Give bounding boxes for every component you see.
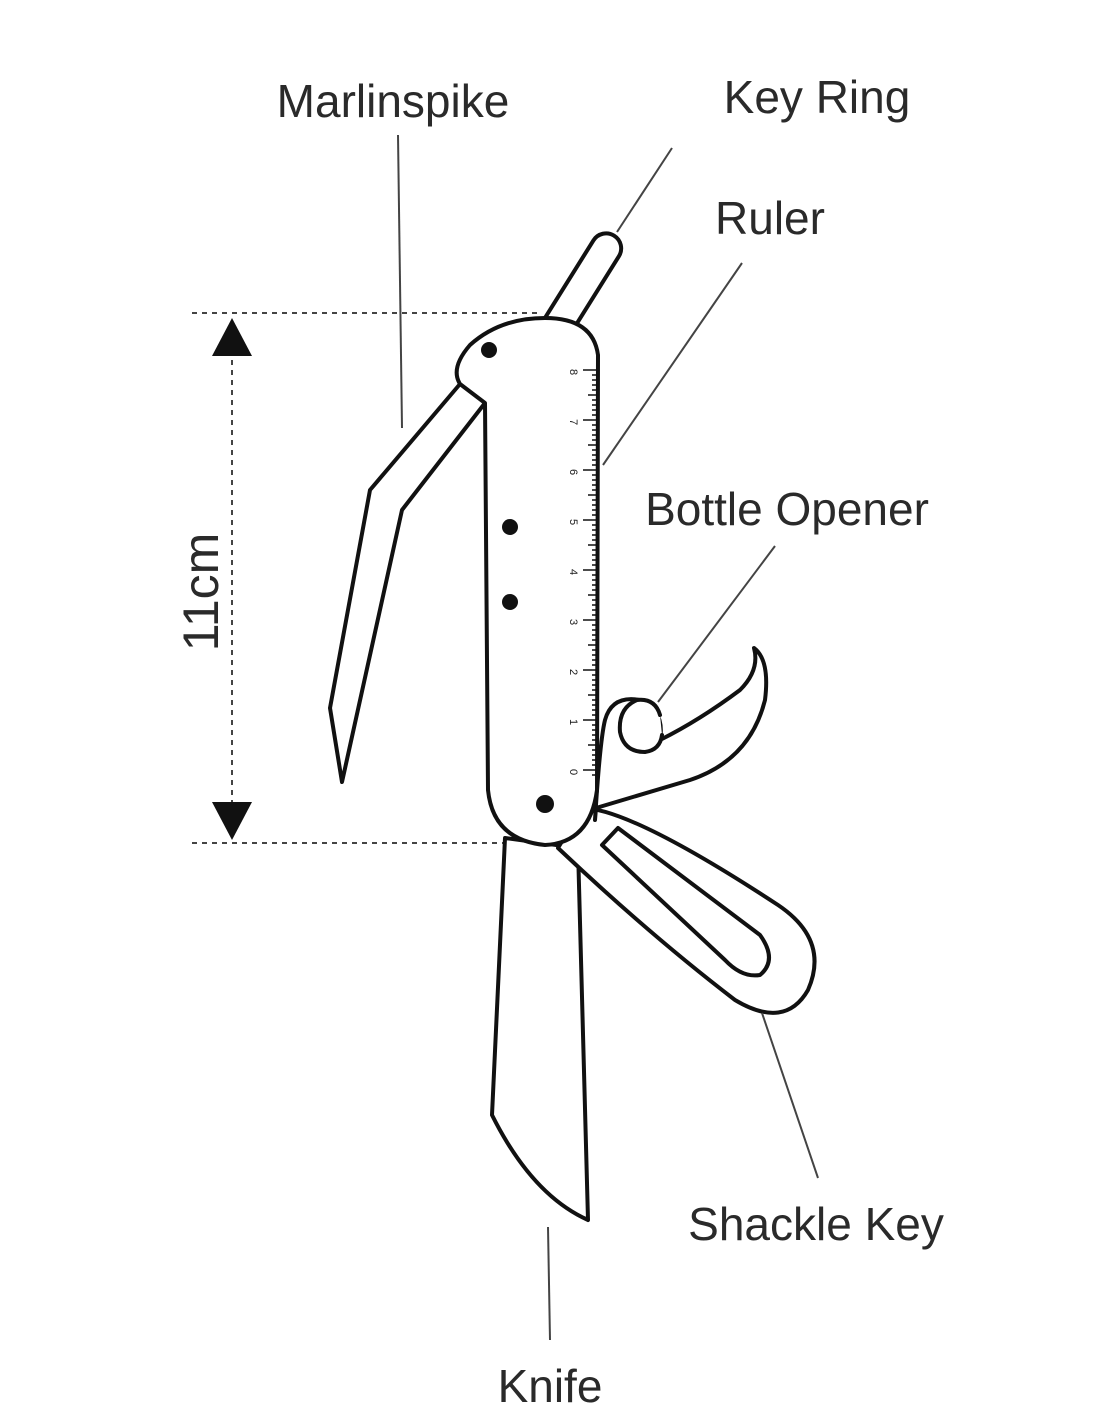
knife-handle: [454, 316, 600, 847]
ruler-number: 5: [567, 519, 579, 525]
knife-blade: [490, 836, 590, 1222]
ruler-number: 7: [567, 419, 579, 425]
dimension-arrow-down-icon: [212, 802, 252, 840]
dimension-arrow-up-icon: [212, 318, 252, 356]
ruler-number: 4: [567, 569, 579, 575]
marlinspike-label: Marlinspike: [277, 75, 510, 127]
key-ring-label: Key Ring: [724, 71, 911, 123]
bottle-opener-hook: [617, 697, 664, 754]
ruler-number: 2: [567, 669, 579, 675]
ruler-leader: [602, 262, 743, 466]
rivet-top: [481, 342, 497, 358]
rivet-middle-2: [502, 594, 518, 610]
dimension-length-label: 11cm: [173, 533, 229, 652]
bottle-opener: [593, 646, 769, 822]
ruler-number: 8: [567, 369, 579, 375]
marlinspike-leader: [397, 134, 403, 429]
bottle-opener-label: Bottle Opener: [645, 483, 929, 535]
key-ring-leader: [616, 147, 673, 233]
knife-label: Knife: [498, 1360, 603, 1412]
ruler-number: 0: [567, 769, 579, 775]
ruler-scale: [583, 369, 597, 776]
ruler-number: 1: [567, 719, 579, 725]
ruler-number: 6: [567, 469, 579, 475]
shackle-key-slot: [600, 826, 771, 978]
ruler-label: Ruler: [715, 192, 825, 244]
rivet-bottom: [536, 795, 554, 813]
knife-leader: [547, 1226, 551, 1341]
rivet-middle-1: [502, 519, 518, 535]
shackle-key-label: Shackle Key: [688, 1198, 944, 1250]
shackle-key-leader: [761, 1012, 819, 1179]
ruler-number: 3: [567, 619, 579, 625]
marlinspike: [328, 382, 487, 784]
bottle-opener-leader: [657, 545, 776, 703]
ruler-numbers: 8 7 6 5 4 3 2 1 0: [567, 369, 579, 775]
